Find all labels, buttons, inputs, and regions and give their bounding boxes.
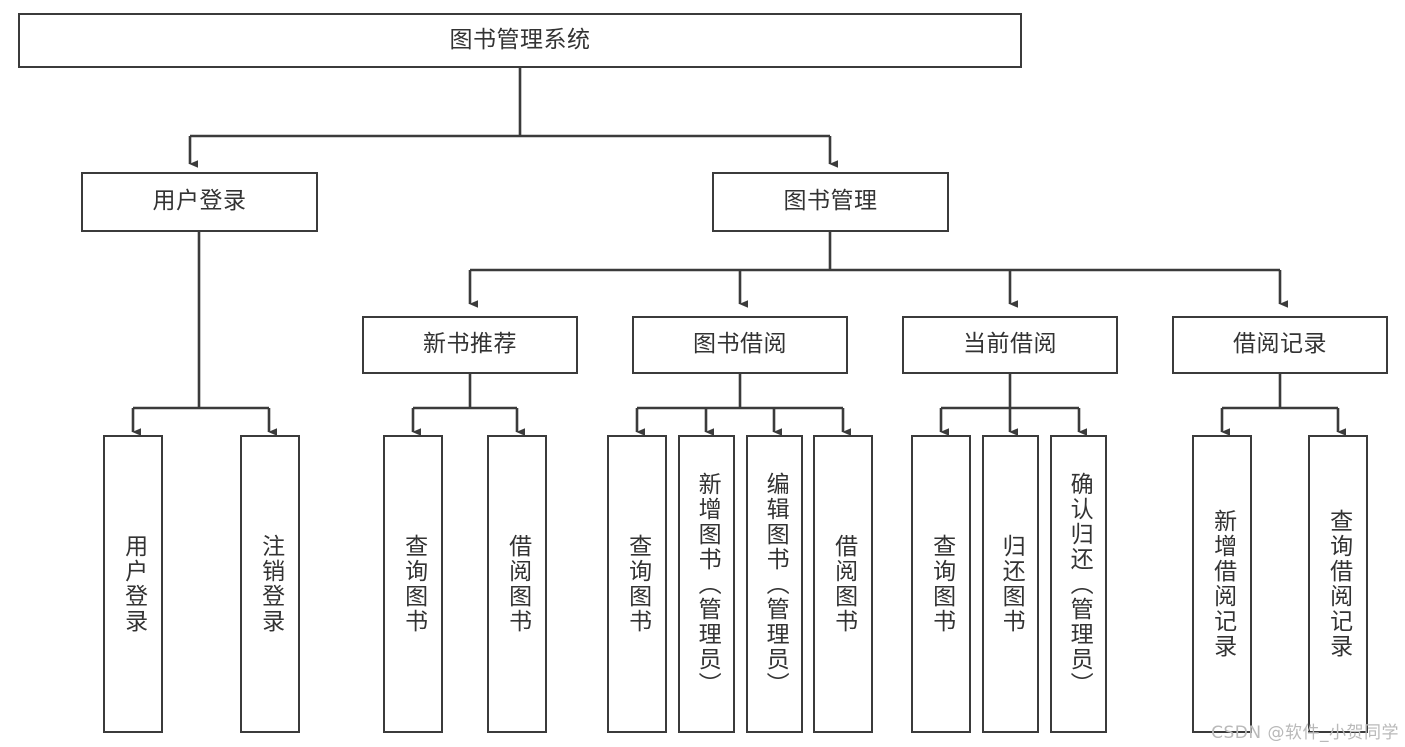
node-user-login[interactable]: 用户登录 (81, 172, 318, 232)
leaf-book-borrow-edit[interactable]: 编辑图书（管理员） (746, 435, 803, 733)
csdn-watermark: CSDN @软件_小贺同学 (1211, 723, 1399, 743)
leaf-book-borrow-add[interactable]: 新增图书（管理员） (678, 435, 735, 733)
leaf-current-borrow-confirm-return[interactable]: 确认归还（管理员） (1050, 435, 1107, 733)
node-book-management[interactable]: 图书管理 (712, 172, 949, 232)
leaf-user-login-logout[interactable]: 注销登录 (240, 435, 300, 733)
node-new-book-recommend[interactable]: 新书推荐 (362, 316, 578, 374)
leaf-current-borrow-query[interactable]: 查询图书 (911, 435, 971, 733)
leaf-book-borrow-query[interactable]: 查询图书 (607, 435, 667, 733)
leaf-user-login-signin[interactable]: 用户登录 (103, 435, 163, 733)
leaf-new-book-borrow[interactable]: 借阅图书 (487, 435, 547, 733)
leaf-book-borrow-borrow[interactable]: 借阅图书 (813, 435, 873, 733)
node-root-system[interactable]: 图书管理系统 (18, 13, 1022, 68)
node-current-borrow[interactable]: 当前借阅 (902, 316, 1118, 374)
leaf-borrow-record-add[interactable]: 新增借阅记录 (1192, 435, 1252, 733)
node-book-borrow[interactable]: 图书借阅 (632, 316, 848, 374)
leaf-borrow-record-query[interactable]: 查询借阅记录 (1308, 435, 1368, 733)
leaf-new-book-query[interactable]: 查询图书 (383, 435, 443, 733)
node-borrow-record[interactable]: 借阅记录 (1172, 316, 1388, 374)
leaf-current-borrow-return[interactable]: 归还图书 (982, 435, 1039, 733)
